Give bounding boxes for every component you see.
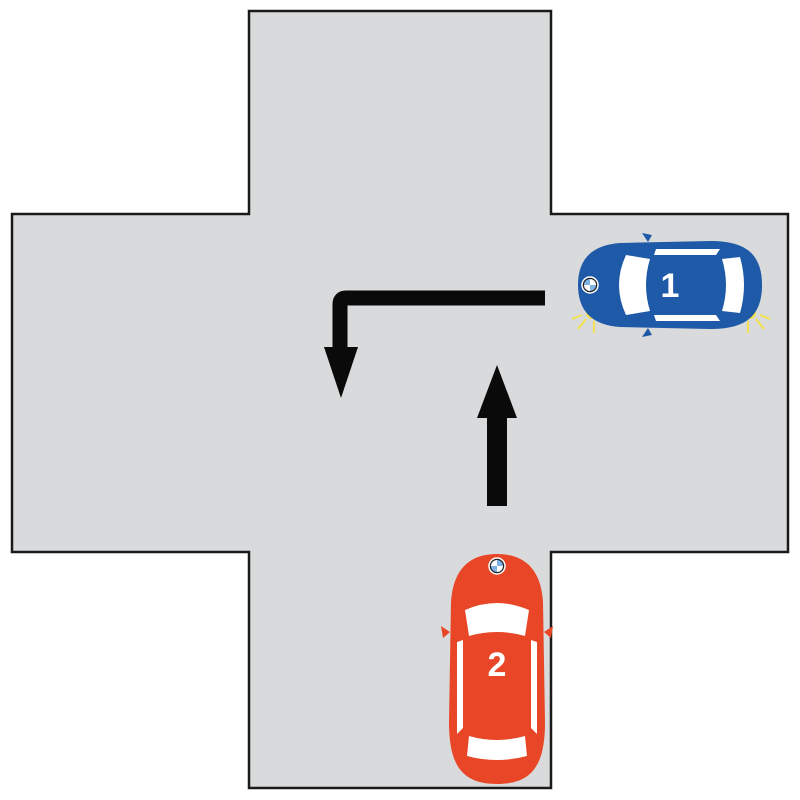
vehicle-2: 2 (441, 554, 553, 784)
vehicle-1: 1 (571, 233, 771, 337)
vehicle-2-number: 2 (488, 646, 507, 684)
bmw-logo-icon (581, 276, 599, 294)
vehicle-1-number: 1 (661, 267, 680, 305)
intersection-road (10, 9, 790, 790)
left-turn-arrow (324, 290, 545, 398)
straight-arrow (477, 365, 517, 506)
bmw-logo-icon (488, 557, 506, 575)
